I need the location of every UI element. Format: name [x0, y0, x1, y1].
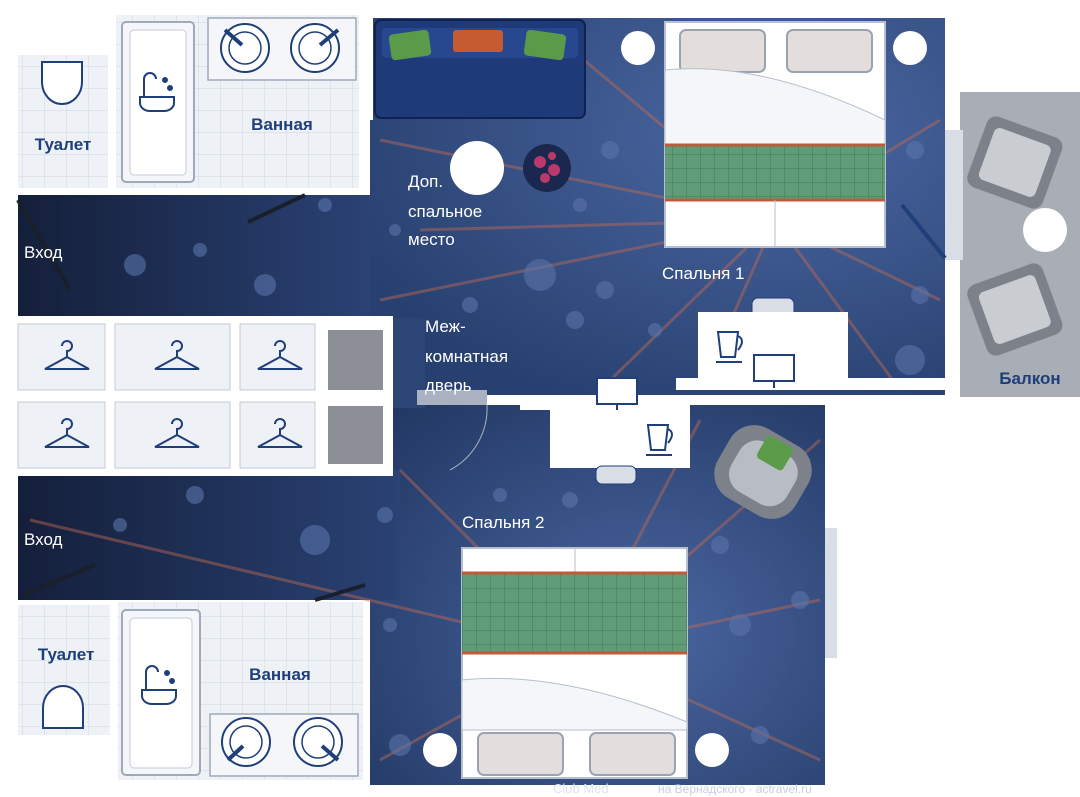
- bathroom-bottom-label: Ванная: [249, 665, 311, 684]
- door-entrance-top: [16, 198, 72, 292]
- extra-bed-label-line3: место: [408, 230, 455, 249]
- window-bedroom2: [825, 528, 837, 658]
- door-bath-bottom: [314, 583, 366, 602]
- floor-ornaments: [113, 141, 929, 756]
- balcony-chair-2-icon: [967, 263, 1063, 356]
- balcony-chair-1-icon: [967, 116, 1063, 209]
- watermark-brand: Club Med: [553, 781, 609, 796]
- toilet-top-label: Туалет: [35, 135, 92, 154]
- interior-door-swing: [449, 404, 488, 471]
- interior-door: [417, 390, 487, 405]
- hanger-icons: [44, 340, 303, 448]
- interior-door-label-line1: Меж-: [425, 317, 466, 336]
- bathtub-top-icon: [139, 72, 175, 112]
- monitor-bedroom2-icon: [596, 377, 638, 410]
- toilet-top-icon: [41, 61, 83, 105]
- pouf: [450, 141, 504, 195]
- bathtub-bottom-icon: [141, 665, 177, 705]
- door-bath-top: [247, 193, 306, 224]
- toilet-bottom: Туалет: [18, 605, 118, 785]
- bedroom2-label: Спальня 2: [462, 513, 545, 532]
- monitor-icon: [753, 354, 795, 388]
- watermark-text: на Вернадского · actravel.ru: [658, 782, 812, 796]
- sofa: [374, 19, 586, 119]
- extra-bed-label-line2: спальное: [408, 202, 482, 221]
- extra-bed-label-line1: Доп.: [408, 172, 443, 191]
- bed-bedroom1: [621, 21, 927, 248]
- bed-bedroom2: [423, 547, 729, 779]
- floor-corridor-bottom: [18, 470, 400, 600]
- armchair-bedroom2-icon: [714, 425, 812, 519]
- interior-door-label-line3: дверь: [425, 376, 472, 395]
- kettle-bedroom2-icon: [646, 424, 673, 456]
- desk-bedroom2: [520, 377, 690, 485]
- entrance-top-label: Вход: [24, 243, 63, 262]
- balcony: Балкон: [900, 92, 1080, 397]
- bathroom-top-label: Ванная: [251, 115, 313, 134]
- interior-door-label-line2: комнатная: [425, 347, 508, 366]
- toilet-bottom-icon: [42, 685, 84, 729]
- door-balcony: [900, 203, 947, 260]
- desk-bedroom1: [676, 297, 946, 390]
- plant-icon: [523, 144, 571, 192]
- floor-corridor-top: [18, 195, 370, 318]
- kettle-icon: [716, 331, 743, 363]
- entrance-bottom-label: Вход: [24, 530, 63, 549]
- wardrobes: [8, 316, 393, 476]
- sink-bottom-2-icon: [293, 717, 343, 767]
- balcony-label: Балкон: [999, 369, 1060, 388]
- bathroom-top: Ванная: [116, 15, 359, 188]
- sink-top-1-icon: [220, 23, 270, 73]
- bathroom-bottom: Ванная: [118, 602, 363, 780]
- sink-top-2-icon: [290, 23, 340, 73]
- toilet-bottom-label: Туалет: [38, 645, 95, 664]
- toilet-top: Туалет: [18, 40, 116, 188]
- sink-bottom-1-icon: [221, 717, 271, 767]
- balcony-table: [1023, 208, 1067, 252]
- bedroom1-label: Спальня 1: [662, 264, 745, 283]
- door-entrance-bottom: [21, 563, 96, 597]
